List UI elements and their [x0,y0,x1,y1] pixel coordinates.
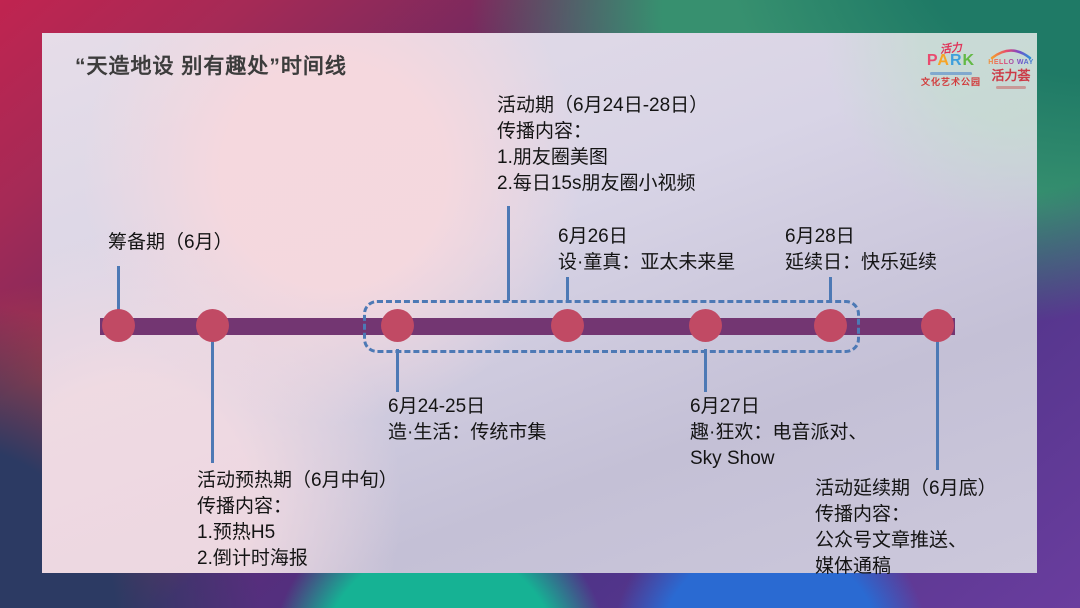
helloway-logo-tagline-placeholder [996,86,1026,89]
connector-line-campaign [507,206,510,301]
connector-line-extension [936,336,939,470]
slide-card [42,33,1037,573]
timeline-node [921,309,954,342]
label-extension: 活动延续期（6月底） 传播内容： 公众号文章推送、 媒体通稿 [815,478,997,577]
activity-period-outline [363,300,860,353]
park-logo-tagline-placeholder [930,72,972,75]
connector-line-jun26 [566,277,569,302]
timeline-node [102,309,135,342]
timeline-node [689,309,722,342]
park-logo-wordmark: PARK [926,52,976,69]
connector-line-jun28 [829,277,832,302]
timeline-node [551,309,584,342]
label-preheat: 活动预热期（6月中旬） 传播内容： 1.预热H5 2.倒计时海报 [197,470,398,569]
park-logo: 活力 PARK 文化艺术公园 [916,42,986,87]
helloway-logo-wordmark: HELLO WAY [986,59,1036,66]
connector-line-prep [117,266,120,316]
label-prep: 筹备期（6月） [108,232,233,253]
timeline-node [814,309,847,342]
connector-line-jun27 [704,349,707,392]
label-jun26: 6月26日 设·童真：亚太未来星 [558,226,736,273]
page-title: “天造地设 别有趣处”时间线 [75,55,347,78]
label-jun2425: 6月24-25日 造·生活：传统市集 [388,396,547,443]
park-logo-caption: 文化艺术公园 [920,77,981,87]
timeline-node [381,309,414,342]
timeline-bar [100,318,955,335]
rainbow-arc-icon [990,49,1032,60]
label-campaign: 活动期（6月24日-28日） 传播内容： 1.朋友圈美图 2.每日15s朋友圈小… [497,95,709,194]
label-jun27: 6月27日 趣·狂欢：电音派对、 Sky Show [690,396,868,469]
connector-line-preheat [211,336,214,463]
timeline-node [196,309,229,342]
label-jun28: 6月28日 延续日：快乐延续 [785,226,938,273]
helloway-logo-caption: 活力荟 [991,68,1031,83]
connector-line-jun2425 [396,349,399,392]
helloway-logo: HELLO WAY 活力荟 [986,48,1036,89]
